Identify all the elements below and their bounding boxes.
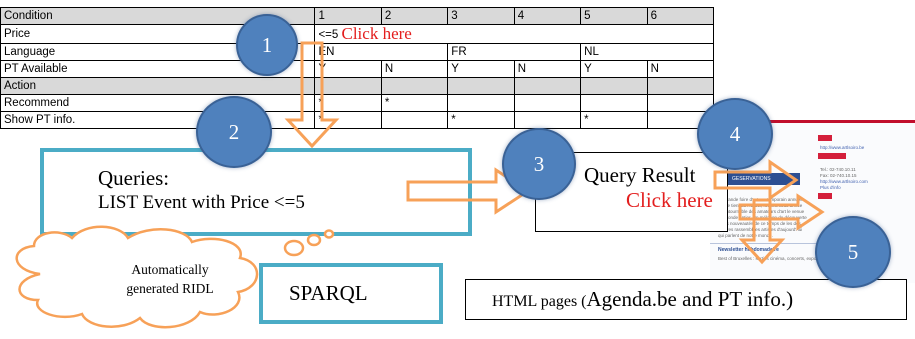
query-result-title: Query Result bbox=[584, 163, 696, 187]
table-cell: Y bbox=[447, 60, 515, 78]
table-cell: Y bbox=[314, 60, 382, 78]
table-cell bbox=[580, 77, 648, 95]
table-cell: Y bbox=[580, 60, 648, 78]
screenshot-text: La grande foire d'art contemporain annue… bbox=[718, 197, 805, 202]
step-1-circle: 1 bbox=[236, 14, 298, 76]
table-cell bbox=[646, 94, 715, 112]
table-cell bbox=[447, 77, 515, 95]
table-cell: FR bbox=[447, 43, 582, 61]
screenshot-link: http://www.artlsoiro.be bbox=[820, 145, 865, 150]
step-4-circle: 4 bbox=[697, 98, 773, 170]
table-cell bbox=[314, 77, 382, 95]
red-label-chip bbox=[818, 135, 832, 141]
table-header-row: Condition 1 2 3 4 5 6 bbox=[0, 7, 715, 25]
table-header-cell: 2 bbox=[380, 7, 449, 25]
table-cell bbox=[513, 77, 582, 95]
cloud-line-1: Automatically bbox=[131, 262, 209, 277]
table-cell bbox=[513, 111, 582, 129]
queries-box: Queries: LIST Event with Price <=5 bbox=[40, 148, 472, 236]
screenshot-text: qui se tient au Heysel, réunira cette an… bbox=[718, 203, 803, 208]
screenshot-text: et les nouveautés de ce temps de les dés bbox=[718, 221, 801, 226]
html-pages-label: HTML pages (Agenda.be and PT info.) bbox=[492, 287, 793, 312]
table-row: Language EN FR NL bbox=[0, 43, 714, 61]
screenshot-text: Tel.: 02-740.10.11 bbox=[820, 167, 856, 172]
table-header-cell: 4 bbox=[513, 7, 582, 25]
red-label-chip bbox=[818, 153, 846, 159]
screenshot-divider bbox=[710, 243, 820, 244]
price-click-here-link[interactable]: Click here bbox=[341, 24, 412, 43]
query-result-click-here-link[interactable]: Click here bbox=[626, 188, 713, 212]
table-cell bbox=[513, 94, 582, 112]
price-value: <=5 bbox=[318, 29, 339, 41]
step-5-circle: 5 bbox=[815, 216, 891, 288]
html-pages-box: HTML pages (Agenda.be and PT info.) bbox=[465, 279, 907, 320]
red-label-chip bbox=[818, 193, 832, 199]
table-cell: * bbox=[380, 94, 449, 112]
table-header-cell: 3 bbox=[447, 7, 515, 25]
sparql-label: SPARQL bbox=[289, 281, 368, 305]
screenshot-text: du monde entier. Un mélange de découvert… bbox=[718, 215, 807, 220]
table-cell: * bbox=[314, 94, 382, 112]
screenshot-link: http://www.artlsoiro.com bbox=[820, 179, 868, 184]
step-3-circle: 3 bbox=[502, 128, 576, 200]
table-header-cell: 5 bbox=[580, 7, 648, 25]
table-cell bbox=[380, 77, 449, 95]
screenshot-text: Fax: 02-740.10.15 bbox=[820, 173, 857, 178]
table-cell: N bbox=[380, 60, 449, 78]
html-pages-main: Agenda.be and PT info.) bbox=[586, 287, 794, 311]
sparql-box: SPARQL bbox=[259, 263, 443, 324]
price-cell: <=5 Click here bbox=[314, 24, 714, 44]
queries-text: LIST Event with Price <=5 bbox=[98, 192, 305, 213]
table-cell bbox=[646, 77, 715, 95]
table-header-cell: Condition bbox=[0, 7, 316, 25]
table-row: Show PT info. * * * bbox=[0, 111, 715, 129]
screenshot-text: œuvres rassemblées artistes d'aujourd'hu… bbox=[718, 227, 803, 232]
cloud-line-2: generated RIDL bbox=[126, 281, 214, 296]
table-section-row: Action bbox=[0, 77, 715, 95]
screenshot-text: Best of Bruxelles : sorties cinéma, conc… bbox=[718, 256, 820, 261]
table-cell: * bbox=[580, 111, 648, 129]
screenshot-link: Plus d'info bbox=[820, 185, 841, 190]
table-header-cell: 1 bbox=[314, 7, 382, 25]
row-label: Recommend bbox=[0, 94, 316, 112]
table-cell: N bbox=[513, 60, 582, 78]
row-label: Action bbox=[0, 77, 316, 95]
table-row: Recommend * * bbox=[0, 94, 715, 112]
table-cell: * bbox=[314, 111, 382, 129]
table-cell bbox=[447, 94, 515, 112]
decision-table: Condition 1 2 3 4 5 6 Price <=5 Click he… bbox=[0, 7, 715, 129]
screenshot-text: incontournable des amateurs d'art le ven… bbox=[718, 209, 805, 214]
html-pages-prefix: HTML pages ( bbox=[492, 293, 587, 310]
table-cell: N bbox=[646, 60, 715, 78]
step-2-circle: 2 bbox=[196, 96, 272, 168]
table-row: PT Available Y N Y N Y N bbox=[0, 60, 715, 78]
screenshot-text: qui parlent de notre monde. bbox=[718, 233, 774, 238]
table-row: Price <=5 Click here bbox=[0, 24, 714, 44]
cloud-label: Automatically generated RIDL bbox=[90, 260, 250, 298]
screenshot-heading: Newsletter hebdomadaire bbox=[718, 247, 779, 253]
table-cell bbox=[380, 111, 449, 129]
table-cell: NL bbox=[580, 43, 714, 61]
queries-title: Queries: bbox=[98, 166, 170, 190]
table-header-cell: 6 bbox=[646, 7, 715, 25]
table-cell bbox=[580, 94, 648, 112]
table-cell: EN bbox=[314, 43, 449, 61]
table-cell: * bbox=[447, 111, 515, 129]
